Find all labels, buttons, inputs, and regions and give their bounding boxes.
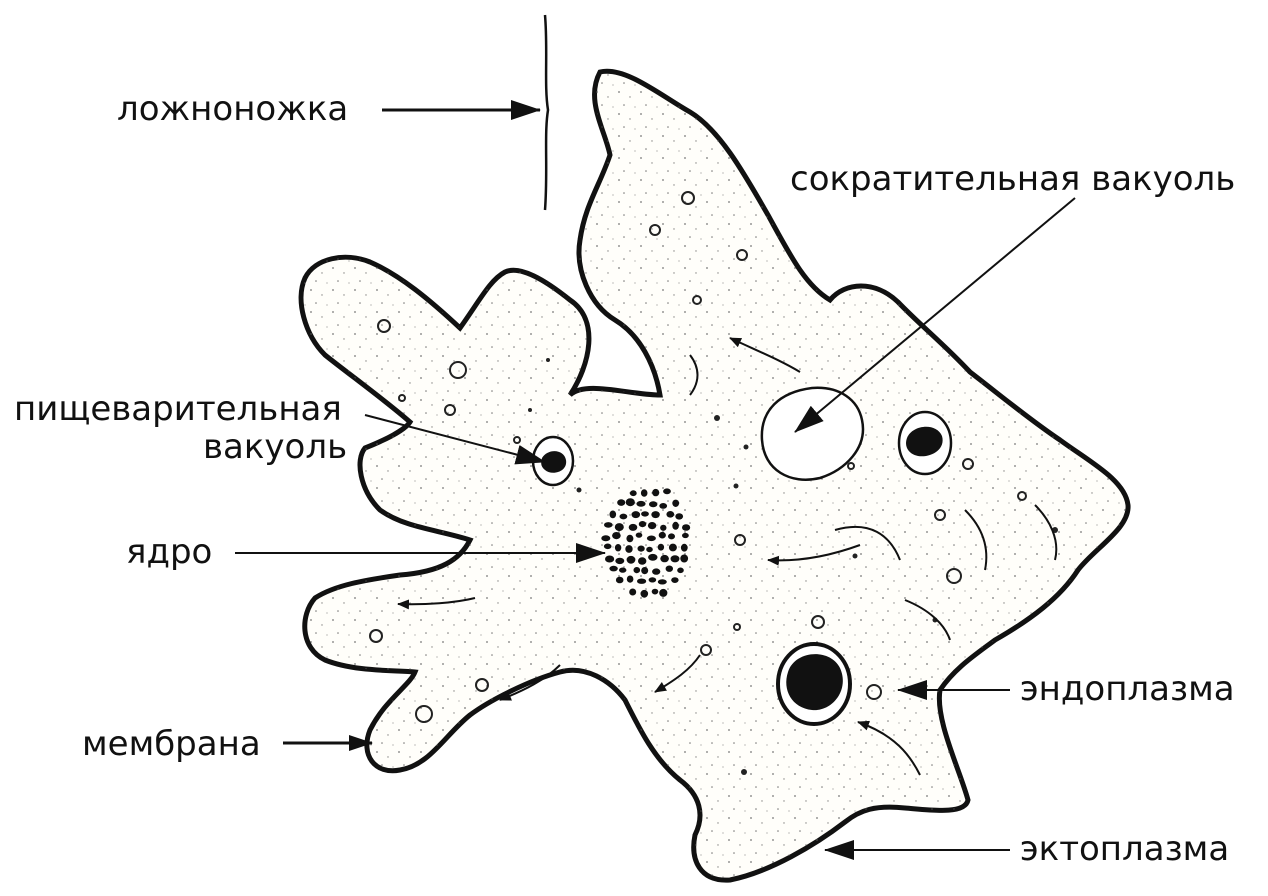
chromatin-granule	[682, 533, 689, 538]
chromatin-granule	[682, 524, 690, 531]
chromatin-granule	[632, 511, 641, 518]
chromatin-granule	[634, 567, 641, 573]
chromatin-granule	[651, 511, 659, 518]
food-vacuole-lower	[778, 644, 850, 724]
chromatin-granule	[637, 579, 646, 584]
chromatin-granule	[604, 522, 613, 528]
chromatin-granule	[658, 579, 667, 584]
chromatin-granule	[659, 503, 667, 509]
chromatin-granule	[666, 566, 673, 572]
chromatin-granule	[629, 589, 636, 596]
chromatin-granule	[666, 511, 674, 518]
chromatin-granule	[627, 576, 634, 583]
chromatin-granule	[615, 558, 624, 564]
label-ectoplasm: эктоплазма	[1020, 829, 1229, 869]
chromatin-granule	[641, 489, 648, 497]
chromatin-granule	[672, 522, 679, 530]
chromatin-granule	[668, 533, 675, 539]
chromatin-granule	[616, 577, 624, 584]
chromatin-granule	[658, 544, 664, 551]
chromatin-granule	[659, 589, 667, 597]
label-digestive-vacuole-1: пищеварительная	[14, 389, 342, 429]
chromatin-granule	[652, 568, 660, 574]
chromatin-granule	[641, 511, 649, 516]
label-endoplasm: эндоплазма	[1020, 669, 1235, 709]
food-vacuole-upper	[899, 412, 951, 474]
label-nucleus: ядро	[126, 532, 212, 572]
chromatin-granule	[649, 501, 657, 507]
label-digestive-vacuole-2: вакуоль	[203, 427, 347, 467]
chromatin-granule	[615, 544, 621, 551]
chromatin-granule	[625, 545, 632, 553]
chromatin-granule	[647, 536, 656, 542]
chromatin-granule	[659, 532, 666, 539]
chromatin-granule	[609, 566, 617, 572]
chromatin-granule	[636, 501, 645, 507]
chromatin-granule	[671, 577, 678, 583]
chromatin-granule	[672, 500, 679, 507]
chromatin-granule	[652, 489, 659, 496]
chromatin-granule	[663, 488, 671, 494]
chromatin-granule	[612, 532, 621, 539]
chromatin-granule	[638, 546, 645, 552]
chromatin-granule	[636, 533, 643, 538]
chromatin-granule	[627, 556, 636, 564]
chromatin-granule	[652, 589, 659, 595]
chromatin-granule	[660, 555, 669, 562]
chromatin-granule	[648, 522, 656, 529]
chromatin-granule	[669, 544, 677, 552]
chromatin-granule	[677, 568, 684, 574]
chromatin-granule	[675, 513, 683, 519]
chromatin-granule	[646, 547, 653, 552]
chromatin-granule	[671, 555, 680, 562]
chromatin-granule	[660, 525, 666, 531]
chromatin-granule	[601, 535, 610, 541]
chromatin-granule	[617, 499, 625, 506]
label-membrane: мембрана	[82, 724, 261, 764]
chromatin-granule	[649, 577, 657, 582]
chromatin-granule	[629, 524, 638, 531]
chromatin-granule	[615, 523, 624, 531]
pseudopod-bracket	[545, 15, 548, 210]
chromatin-granule	[605, 556, 614, 563]
chromatin-granule	[639, 521, 646, 527]
chromatin-granule	[619, 568, 626, 573]
chromatin-granule	[626, 535, 633, 543]
label-contractile-vacuole: сократительная вакуоль	[790, 159, 1235, 199]
chromatin-granule	[641, 590, 649, 598]
chromatin-granule	[680, 555, 688, 563]
label-pseudopod: ложноножка	[117, 89, 348, 129]
chromatin-granule	[638, 557, 646, 565]
chromatin-granule	[604, 544, 612, 550]
chromatin-granule	[630, 490, 637, 496]
chromatin-granule	[620, 514, 628, 520]
chromatin-granule	[681, 544, 688, 552]
chromatin-granule	[641, 567, 648, 574]
chromatin-granule	[626, 498, 635, 506]
chromatin-granule	[610, 511, 617, 519]
chromatin-granule	[648, 554, 657, 561]
